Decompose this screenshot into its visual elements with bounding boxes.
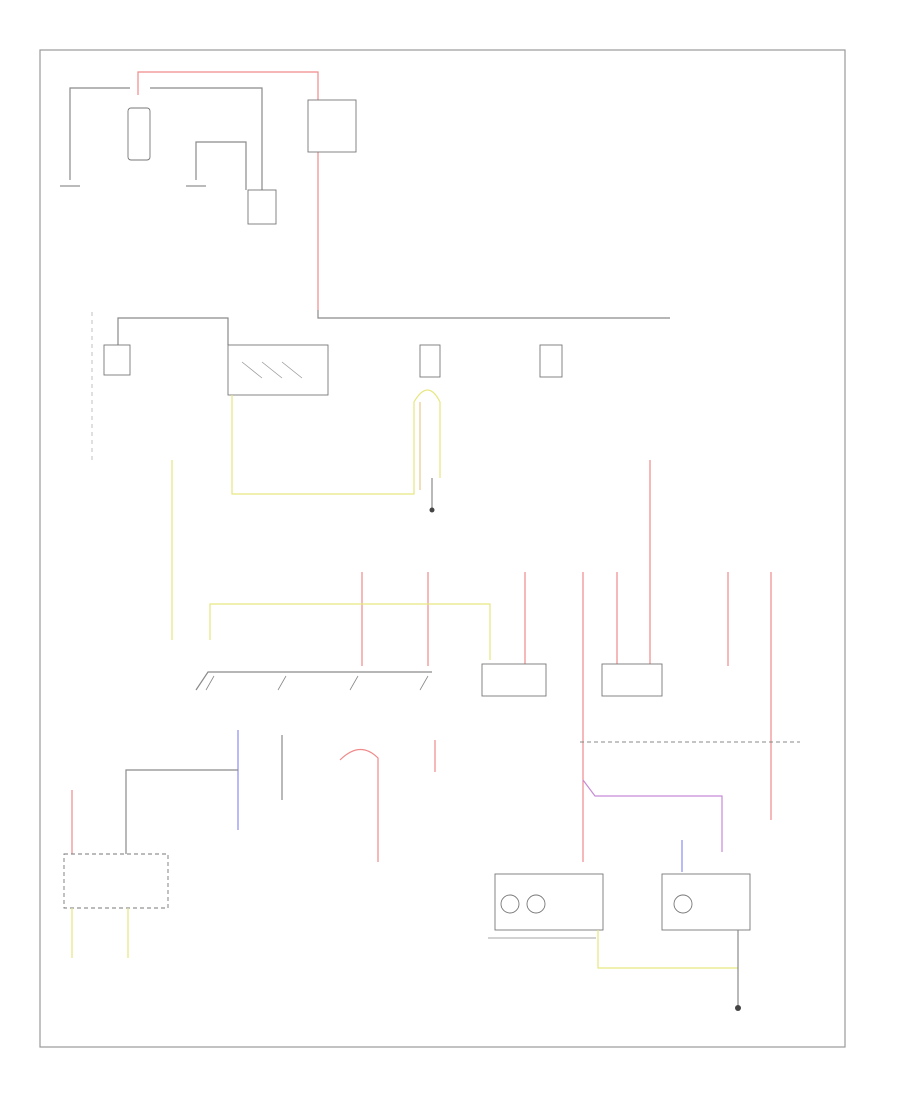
- diagram-frame: [39, 49, 846, 1048]
- module-box-middle: [419, 344, 441, 378]
- switch-row-wire: [195, 671, 432, 691]
- module-center: [481, 663, 547, 697]
- main-power-wire-top: [137, 71, 319, 310]
- red-s-wire: [339, 748, 379, 862]
- distribution-area: [91, 310, 670, 513]
- lamp-2: [526, 894, 546, 914]
- distribution-bus-wire: [317, 310, 670, 319]
- ground-node-bottom: [735, 1005, 741, 1011]
- module-right: [601, 663, 663, 697]
- relay-box-contacts: [241, 361, 303, 379]
- yellow-cross-wire: [171, 460, 491, 660]
- battery-starter-wire: [150, 87, 263, 190]
- lamp-1: [500, 894, 520, 914]
- battery-area: [60, 71, 357, 310]
- switch-row-contacts: [205, 675, 429, 691]
- battery-ground-wire: [69, 87, 130, 180]
- battery-component: [127, 107, 151, 161]
- relay-box: [227, 344, 329, 396]
- ground-node-middle: [429, 507, 435, 513]
- relay-feed-wire: [117, 317, 229, 345]
- left-fuse-strip: [63, 853, 169, 909]
- yellow-relay-loop: [231, 389, 441, 495]
- module-box-right: [539, 344, 563, 378]
- lamp-3: [673, 894, 693, 914]
- left-relay: [103, 344, 131, 376]
- feed-area: [171, 460, 772, 862]
- left-feed-wire: [125, 769, 238, 856]
- alternator-wire: [195, 141, 247, 190]
- purple-wire: [582, 779, 723, 852]
- bottom-yellow-wire: [597, 930, 738, 969]
- starter-component: [247, 189, 277, 225]
- top-fuse-box: [307, 99, 357, 153]
- lower-area: [63, 741, 800, 1011]
